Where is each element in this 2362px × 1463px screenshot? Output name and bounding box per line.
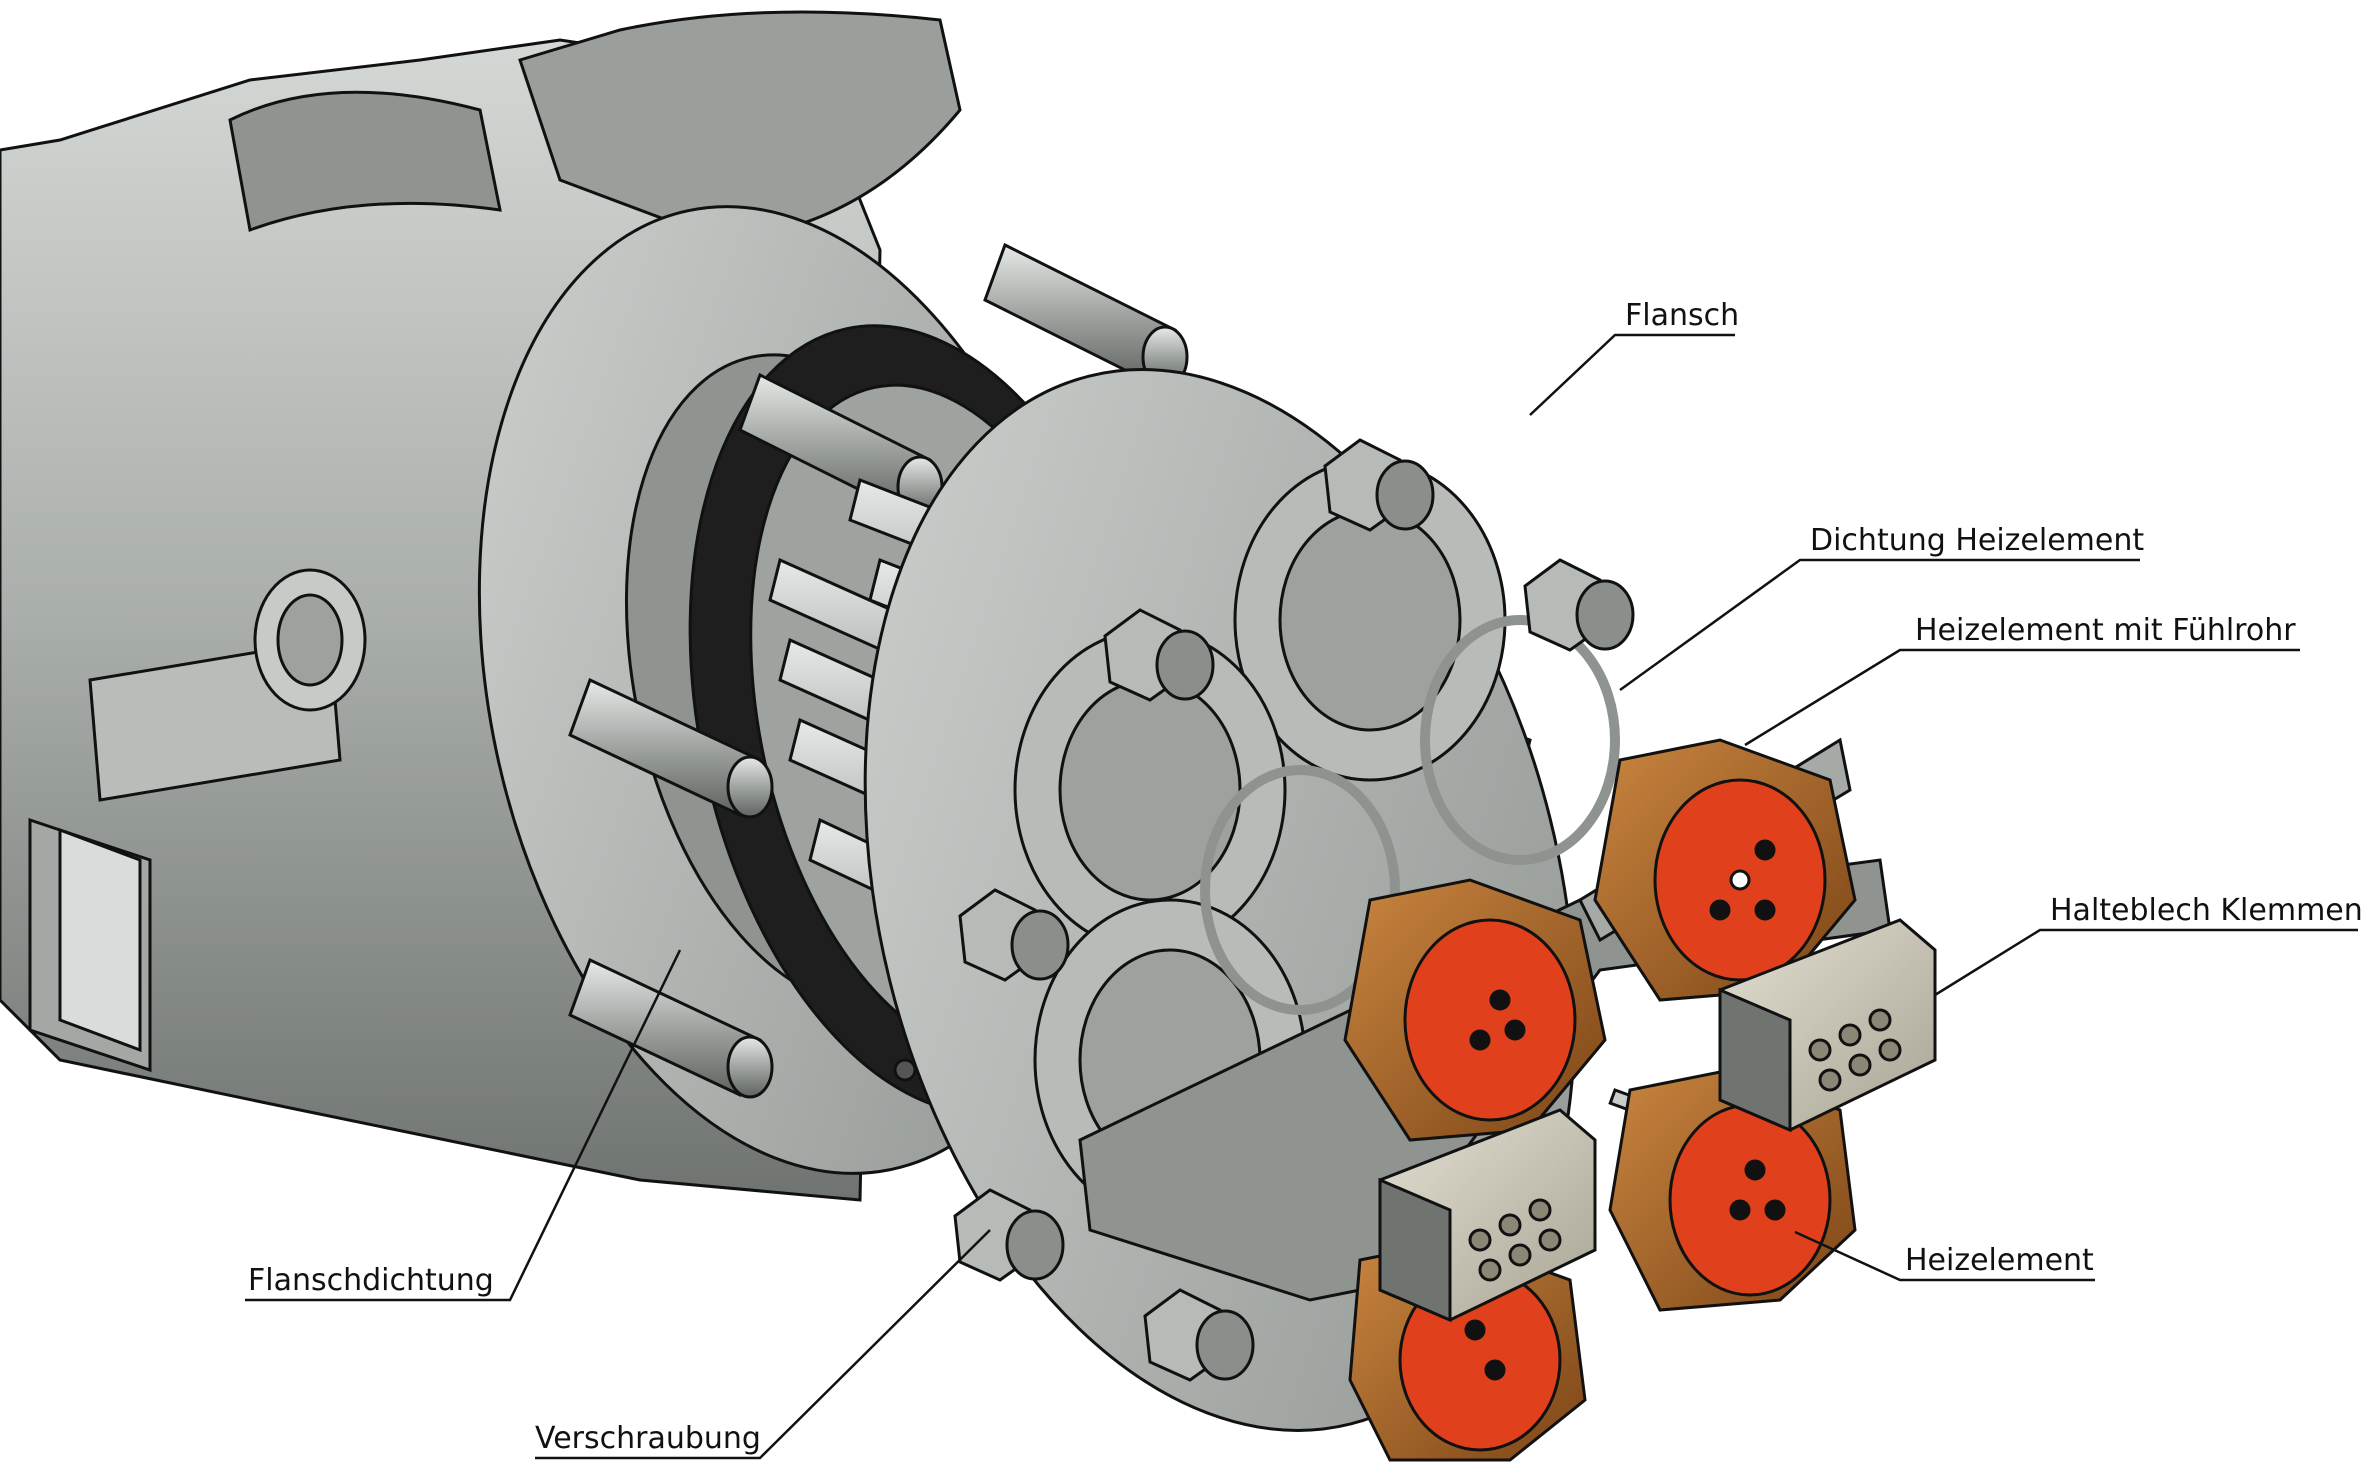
part-labels: Flansch Dichtung Heizelement Heizelement… xyxy=(248,298,2362,1456)
label-verschraubung: Verschraubung xyxy=(535,1421,761,1456)
leader-dichtung-heizelement xyxy=(1619,558,2140,692)
leader-heizelement-fuehlrohr xyxy=(1744,648,2300,747)
label-flansch: Flansch xyxy=(1625,298,1739,333)
leader-verschraubung xyxy=(535,1229,991,1460)
leader-halteblech-klemmen xyxy=(1934,928,2358,997)
label-heizelement-fuehlrohr: Heizelement mit Fühlrohr xyxy=(1915,613,2296,648)
leader-flansch xyxy=(1529,333,1735,416)
leader-heizelement xyxy=(1794,1230,2095,1282)
leader-lines xyxy=(245,333,2358,1460)
flange-nuts xyxy=(953,438,1635,1382)
terminal-blocks xyxy=(1378,918,1937,1323)
label-halteblech-klemmen: Halteblech Klemmen xyxy=(2050,893,2362,928)
label-flanschdichtung: Flanschdichtung xyxy=(248,1263,494,1298)
threaded-studs xyxy=(568,242,1189,1099)
leader-flanschdichtung xyxy=(245,949,682,1302)
heater-heads xyxy=(1343,738,1857,1462)
label-dichtung-heizelement: Dichtung Heizelement xyxy=(1810,523,2144,558)
label-heizelement: Heizelement xyxy=(1905,1243,2094,1278)
